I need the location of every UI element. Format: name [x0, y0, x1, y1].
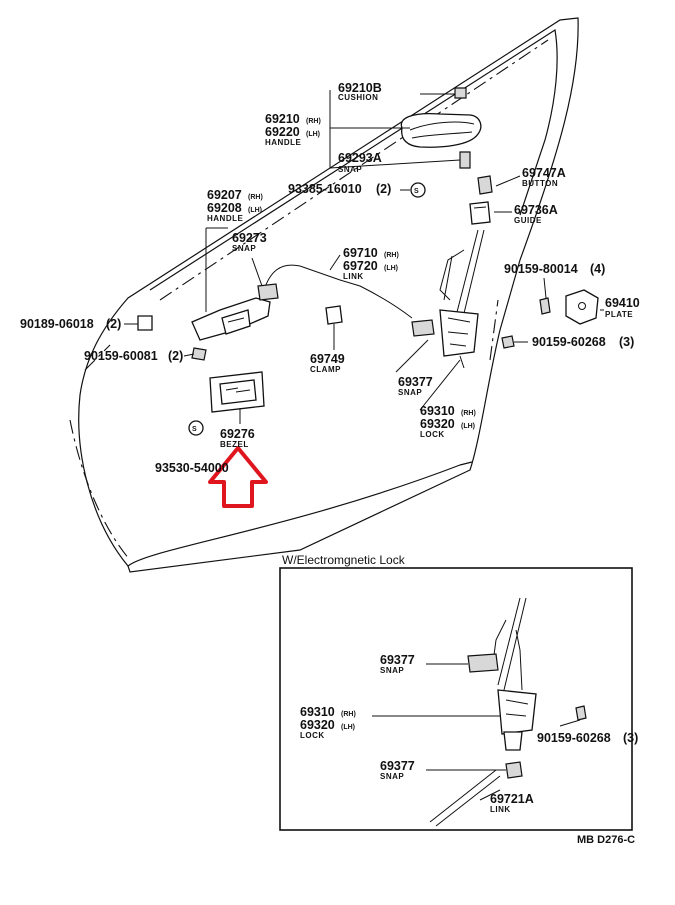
svg-text:(RH): (RH) — [306, 118, 321, 125]
svg-text:LOCK: LOCK — [420, 430, 445, 439]
label-69310: 69310 — [420, 404, 455, 418]
inset-label-69310: 69310 — [300, 705, 335, 719]
svg-text:BEZEL: BEZEL — [220, 440, 249, 449]
svg-text:SNAP: SNAP — [232, 244, 256, 253]
svg-text:SNAP: SNAP — [398, 388, 422, 397]
door-outline — [69, 17, 579, 573]
svg-text:(2): (2) — [106, 317, 121, 331]
label-90159-60268: 90159-60268 — [532, 335, 606, 349]
svg-text:SNAP: SNAP — [380, 772, 404, 781]
svg-text:HANDLE: HANDLE — [207, 214, 243, 223]
label-69749: 69749 — [310, 352, 345, 366]
svg-text:LINK: LINK — [343, 272, 364, 281]
clamp-part — [325, 305, 343, 350]
highlight-arrow-icon — [208, 446, 268, 508]
screw-mark-s: S — [414, 188, 419, 195]
svg-text:(LH): (LH) — [306, 131, 320, 138]
door-lock-assembly — [395, 229, 485, 411]
svg-text:LINK: LINK — [490, 805, 511, 814]
screw-mark-s2: S — [192, 426, 197, 433]
inset-label-90159: 90159-60268 — [537, 731, 611, 745]
svg-text:69320: 69320 — [300, 718, 335, 732]
svg-text:SNAP: SNAP — [338, 165, 362, 174]
label-69210: 69210 — [265, 112, 300, 126]
svg-text:SNAP: SNAP — [380, 666, 404, 675]
svg-text:LOCK: LOCK — [300, 731, 325, 740]
svg-text:(RH): (RH) — [248, 194, 263, 201]
svg-text:(2): (2) — [168, 349, 183, 363]
inset-label-69377-b: 69377 — [380, 759, 415, 773]
svg-text:BUTTON: BUTTON — [522, 179, 558, 188]
label-90189: 90189-06018 — [20, 317, 94, 331]
label-69273: 69273 — [232, 231, 267, 245]
svg-text:(RH): (RH) — [384, 252, 399, 259]
svg-text:(LH): (LH) — [384, 265, 398, 272]
label-90159-80014: 90159-80014 — [504, 262, 578, 276]
svg-text:69320: 69320 — [420, 417, 455, 431]
svg-text:(LH): (LH) — [341, 724, 355, 731]
label-69710: 69710 — [343, 246, 378, 260]
label-69410: 69410 — [605, 296, 640, 310]
svg-text:(LH): (LH) — [248, 207, 262, 214]
name-69210B: CUSHION — [338, 93, 378, 102]
svg-text:(RH): (RH) — [461, 410, 476, 417]
bezel-part: S — [188, 371, 265, 436]
inset-labels: 69377 SNAP 69310 (RH) 69320 (LH) LOCK 90… — [300, 653, 638, 814]
svg-text:69720: 69720 — [343, 259, 378, 273]
label-90159-60081: 90159-60081 — [84, 349, 158, 363]
label-69276: 69276 — [220, 427, 255, 441]
part-labels: 69210B CUSHION 69210 (RH) 69220 (LH) HAN… — [20, 81, 640, 475]
button-guide — [469, 175, 521, 225]
inset-label-69377-a: 69377 — [380, 653, 415, 667]
svg-text:(LH): (LH) — [461, 423, 475, 430]
label-69747A: 69747A — [522, 166, 566, 180]
outside-handle-assembly: S — [329, 87, 482, 198]
svg-text:(3): (3) — [623, 731, 638, 745]
svg-text:HANDLE: HANDLE — [265, 138, 301, 147]
label-69736A: 69736A — [514, 203, 558, 217]
svg-text:PLATE: PLATE — [605, 310, 633, 319]
svg-text:69220: 69220 — [265, 125, 300, 139]
svg-text:(4): (4) — [590, 262, 605, 276]
label-69293A: 69293A — [338, 151, 382, 165]
label-93530: 93530-54000 — [155, 461, 229, 475]
label-93385: 93385-16010 — [288, 182, 362, 196]
striker-plate — [501, 277, 604, 349]
svg-text:CLAMP: CLAMP — [310, 365, 341, 374]
label-69207: 69207 — [207, 188, 242, 202]
label-69210B: 69210B — [338, 81, 382, 95]
diagram-code: MB D276-C — [577, 834, 635, 846]
svg-text:(2): (2) — [376, 182, 391, 196]
label-69377: 69377 — [398, 375, 433, 389]
inset-title: W/Electromgnetic Lock — [282, 553, 406, 567]
link-rod — [263, 254, 413, 319]
inset-label-69721A: 69721A — [490, 792, 534, 806]
electromagnetic-lock-inset: W/Electromgnetic Lock — [279, 553, 633, 831]
inside-handle-assembly — [124, 227, 279, 361]
svg-text:GUIDE: GUIDE — [514, 216, 542, 225]
svg-text:69208: 69208 — [207, 201, 242, 215]
svg-text:(RH): (RH) — [341, 711, 356, 718]
svg-text:(3): (3) — [619, 335, 634, 349]
